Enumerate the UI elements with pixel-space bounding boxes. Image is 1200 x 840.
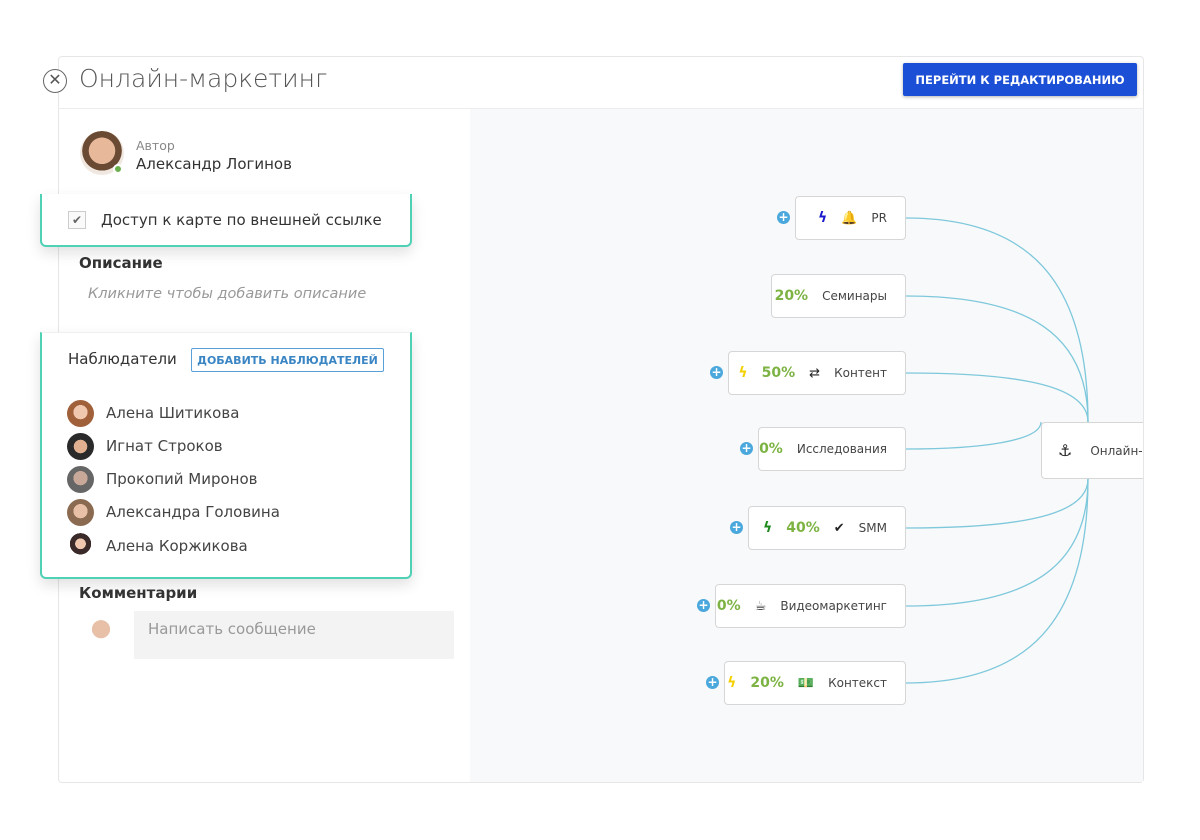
map-node[interactable]: ϟ 50% ⇄ Контент [728, 351, 906, 395]
map-node[interactable]: ϟ 20% 💵 Контекст [724, 661, 906, 705]
observer-avatar [67, 498, 94, 526]
node-label: Контент [834, 366, 887, 380]
root-node-label: Онлайн-маркетинг [1090, 443, 1143, 458]
lightning-icon: ϟ [738, 365, 748, 381]
add-node-icon[interactable]: + [697, 598, 710, 612]
observer-avatar [67, 432, 94, 460]
lightning-icon: ϟ [763, 520, 773, 536]
observer-avatar [67, 399, 94, 427]
coffee-icon: ☕ [754, 598, 767, 614]
map-node[interactable]: ϟ 40% ✔ SMM [748, 506, 906, 550]
comments-label: Комментарии [79, 584, 198, 602]
comment-input[interactable]: Написать сообщение [134, 611, 454, 659]
anchor-icon: ⚓ [1058, 441, 1073, 460]
observer-name: Александра Головина [106, 503, 280, 521]
node-label: Исследования [796, 442, 887, 456]
online-status-indicator [113, 164, 123, 174]
map-link [905, 295, 1089, 423]
node-label: Семинары [822, 289, 887, 303]
map-link [905, 478, 1089, 607]
add-observers-button[interactable]: ДОБАВИТЬ НАБЛЮДАТЕЛЕЙ [191, 348, 384, 372]
lightning-icon: ϟ [817, 210, 828, 226]
map-root-node[interactable]: ⚓ Онлайн-маркетинг [1041, 422, 1143, 479]
observer-item[interactable]: Алена Коржикова [67, 532, 248, 560]
node-progress: 40% [786, 520, 820, 536]
external-access-popup [40, 194, 412, 247]
header-divider [58, 108, 1144, 109]
description-label: Описание [79, 254, 163, 272]
map-node[interactable]: 0% ☕ Видеомаркетинг [715, 584, 906, 628]
node-label: SMM [858, 521, 887, 535]
map-node[interactable]: 20% Семинары [771, 274, 906, 318]
observer-name: Алена Коржикова [106, 537, 248, 555]
author-name: Александр Логинов [136, 155, 292, 173]
node-label: PR [871, 211, 887, 225]
lightning-icon: ϟ [727, 675, 737, 691]
observers-popup [40, 332, 412, 579]
current-user-avatar [81, 614, 121, 654]
add-node-icon[interactable]: + [730, 520, 743, 534]
bell-icon: 🔔 [841, 210, 858, 226]
external-access-checkbox[interactable]: ✔ [68, 211, 86, 229]
observer-item[interactable]: Игнат Строков [67, 432, 223, 460]
map-link [905, 217, 1089, 423]
node-progress: 0% [716, 598, 741, 614]
author-label: Автор [136, 138, 175, 153]
add-node-icon[interactable]: + [740, 441, 753, 455]
observer-item[interactable]: Александра Головина [67, 498, 280, 526]
node-progress: 20% [750, 675, 784, 691]
external-access-label: Доступ к карте по внешней ссылке [101, 211, 382, 229]
map-link [905, 421, 1042, 450]
observer-avatar [67, 532, 94, 560]
node-label: Контекст [828, 676, 887, 690]
node-progress: 50% [761, 365, 796, 381]
observer-item[interactable]: Алена Шитикова [67, 399, 239, 427]
description-placeholder[interactable]: Кликните чтобы добавить описание [88, 286, 367, 302]
map-link [905, 478, 1089, 684]
node-label: Видеомаркетинг [780, 599, 887, 613]
observer-avatar [67, 465, 94, 493]
check-icon: ✔ [833, 520, 845, 536]
map-node[interactable]: 0% Исследования [758, 427, 906, 471]
observer-name: Алена Шитикова [106, 404, 240, 422]
observer-name: Прокопий Миронов [106, 470, 258, 488]
page-title: Онлайн-маркетинг [79, 64, 328, 93]
add-node-icon[interactable]: + [777, 210, 790, 224]
close-icon[interactable]: ✕ [43, 69, 67, 93]
money-icon: 💵 [797, 675, 815, 691]
map-link [905, 372, 1089, 423]
observer-name: Игнат Строков [106, 437, 223, 455]
node-progress: 20% [774, 288, 809, 304]
observer-item[interactable]: Прокопий Миронов [67, 465, 258, 493]
add-node-icon[interactable]: + [706, 675, 719, 689]
exchange-icon: ⇄ [809, 365, 821, 381]
map-node[interactable]: ϟ 🔔 PR [795, 196, 906, 240]
map-link [905, 478, 1089, 529]
go-to-edit-button[interactable]: ПЕРЕЙТИ К РЕДАКТИРОВАНИЮ [903, 63, 1137, 96]
add-node-icon[interactable]: + [710, 365, 723, 379]
node-progress: 0% [759, 441, 783, 457]
observers-label: Наблюдатели [68, 350, 177, 368]
